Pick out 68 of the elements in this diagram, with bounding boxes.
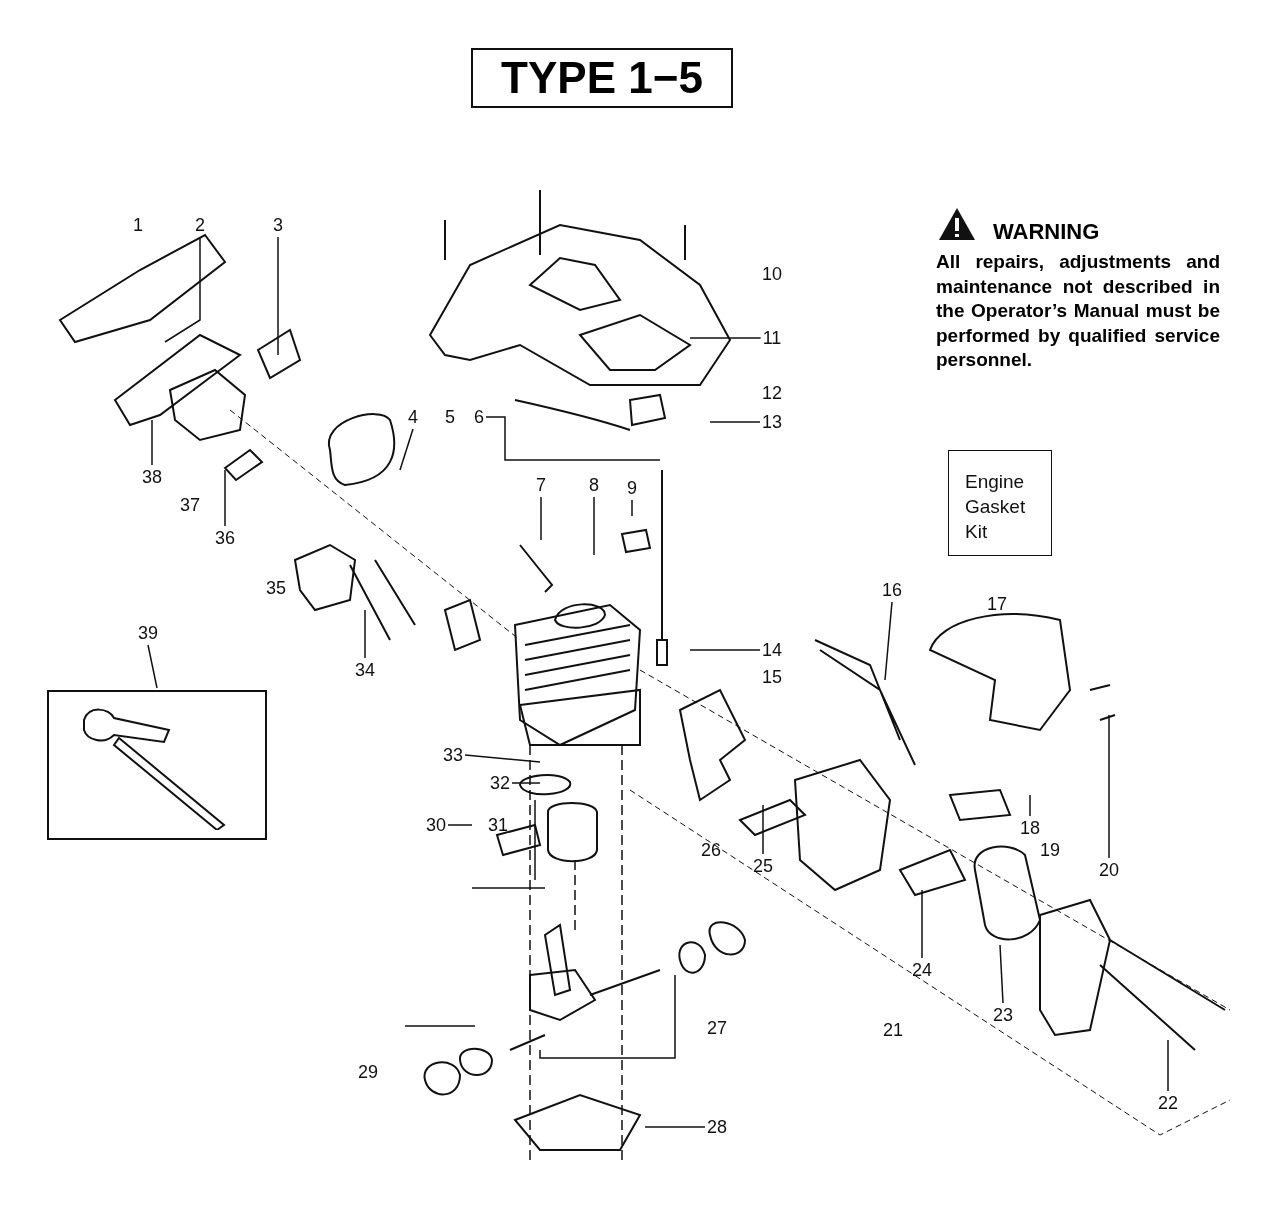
leader-line [511, 782, 541, 784]
leader-line [151, 419, 153, 466]
leader-line [224, 469, 226, 527]
callout-number: 38 [142, 467, 162, 487]
leader-line [921, 889, 923, 959]
callout-number: 32 [490, 773, 510, 793]
callout-number: 27 [707, 1018, 727, 1038]
leader-line [593, 496, 595, 556]
leader-line [631, 499, 633, 517]
callout-number: 29 [358, 1062, 378, 1082]
callout-number: 10 [762, 264, 782, 284]
callout-number: 24 [912, 960, 932, 980]
leader-line [540, 496, 542, 541]
callout-number: 22 [1158, 1093, 1178, 1113]
leader-line [709, 421, 761, 423]
leader-line [464, 754, 541, 763]
callout-number: 13 [762, 412, 782, 432]
callout-number: 20 [1099, 860, 1119, 880]
callout-number: 37 [180, 495, 200, 515]
leader-line [1108, 714, 1110, 859]
callout-number: 8 [589, 475, 599, 495]
callout-number: 5 [445, 407, 455, 427]
callout-number: 21 [883, 1020, 903, 1040]
callout-number: 34 [355, 660, 375, 680]
callout-number: 16 [882, 580, 902, 600]
callout-number: 19 [1040, 840, 1060, 860]
leader-line [1029, 794, 1031, 817]
leader-line [884, 601, 893, 681]
leader-line [277, 236, 279, 356]
leader-line [147, 644, 158, 689]
callout-number: 3 [273, 215, 283, 235]
callout-number: 18 [1020, 818, 1040, 838]
callout-number: 23 [993, 1005, 1013, 1025]
callout-number: 31 [488, 815, 508, 835]
callout-number: 11 [762, 328, 782, 348]
callout-number: 2 [195, 215, 205, 235]
leader-line [689, 649, 761, 651]
callout-number: 9 [627, 478, 637, 498]
callout-number: 1 [133, 215, 143, 235]
callout-number: 6 [474, 407, 484, 427]
callout-number: 36 [215, 528, 235, 548]
callout-number: 17 [987, 594, 1007, 614]
callout-number: 14 [762, 640, 782, 660]
warning-heading: WARNING [993, 219, 1100, 245]
inset-panel [47, 690, 267, 840]
leader-line [399, 428, 414, 471]
callout-number: 30 [426, 815, 446, 835]
callout-number: 7 [536, 475, 546, 495]
callout-number: 26 [701, 840, 721, 860]
leader-line [689, 337, 762, 339]
callout-number: 15 [762, 667, 782, 687]
leader-line [364, 609, 366, 659]
title: TYPE 1−5 [471, 48, 733, 108]
kit-note: Engine Gasket Kit [948, 450, 1052, 556]
leader-line [999, 944, 1004, 1004]
callout-number: 25 [753, 856, 773, 876]
callout-number: 12 [762, 383, 782, 403]
callout-number: 33 [443, 745, 463, 765]
leader-line [644, 1126, 706, 1128]
leader-line [485, 416, 661, 461]
callout-number: 4 [408, 407, 418, 427]
callout-number: 28 [707, 1117, 727, 1137]
callout-number: 39 [138, 623, 158, 643]
leader-line [1167, 1039, 1169, 1092]
callout-number: 35 [266, 578, 286, 598]
leader-line [447, 824, 473, 826]
leader-line [762, 804, 764, 855]
warning-text: All repairs, adjustments and maintenance not described in the Operator’s Manual must be performed by qualified service personnel. [936, 250, 1220, 372]
